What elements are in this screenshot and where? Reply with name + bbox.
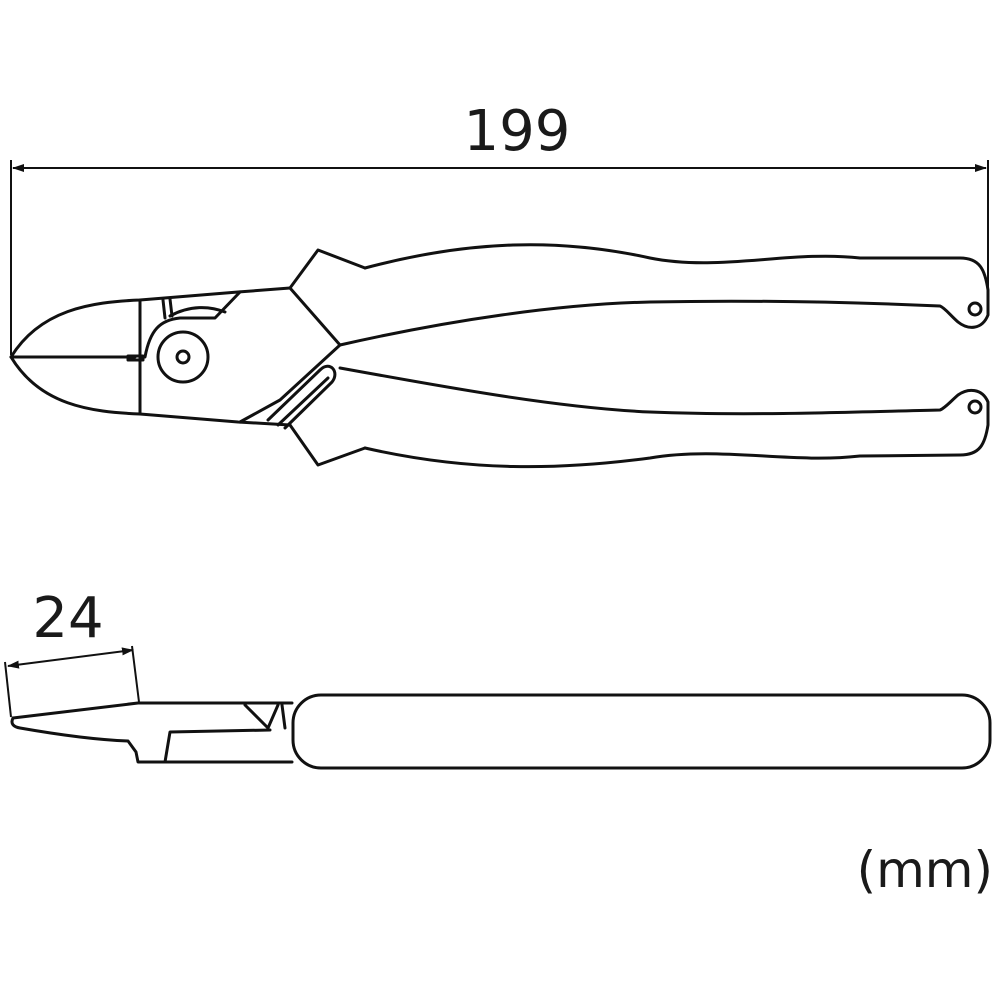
jaw-length-dimension: 24 xyxy=(4,586,140,718)
dimension-line xyxy=(7,647,134,669)
pivot-joint xyxy=(156,330,210,384)
overall-length-dimension: 199 xyxy=(10,99,989,355)
jaw-length-label: 24 xyxy=(32,586,103,651)
overall-length-label: 199 xyxy=(464,99,571,164)
pliers-top-view xyxy=(9,243,990,469)
handle-grip xyxy=(291,693,992,770)
pliers-side-view xyxy=(10,693,992,770)
unit-label: (mm) xyxy=(857,841,993,899)
extension-line-left xyxy=(4,661,12,718)
extension-line-right xyxy=(131,645,140,703)
